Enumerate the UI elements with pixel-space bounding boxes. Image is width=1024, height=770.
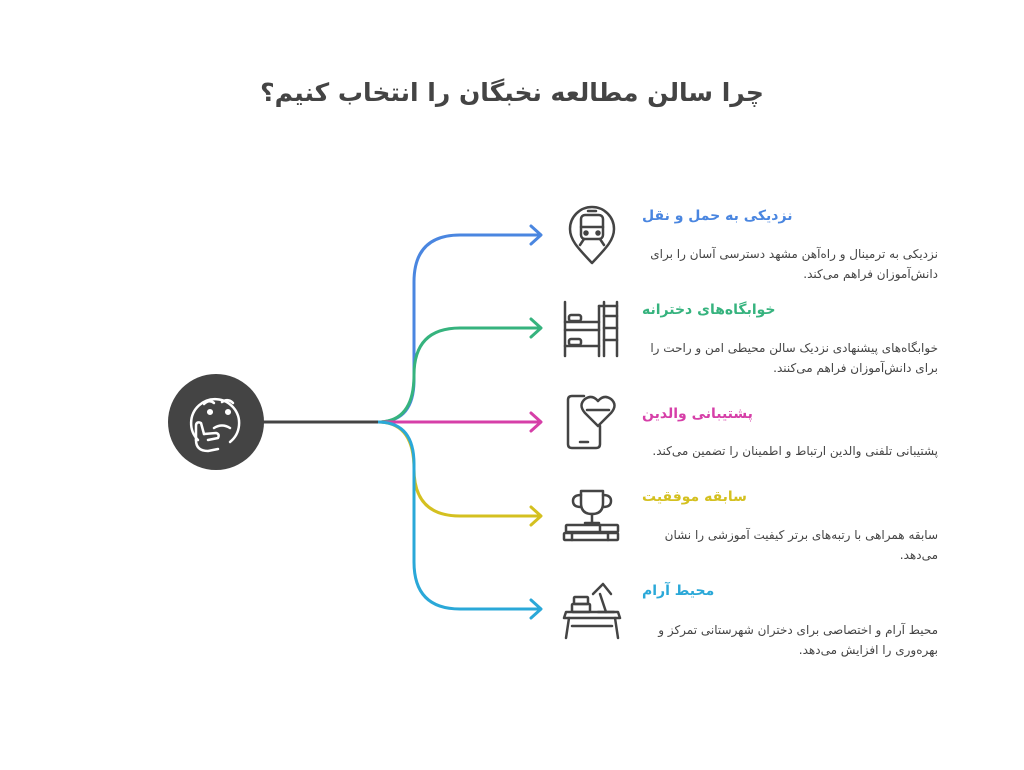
arrow-parents (529, 411, 543, 433)
item-desc-transport: نزدیکی به ترمینال و راه‌آهن مشهد دسترسی … (650, 247, 938, 281)
item-title-dormitory: خوابگاه‌های دخترانه (642, 302, 776, 318)
branch-success (377, 420, 540, 518)
item-desc-parents: پشتیبانی تلفنی والدین ارتباط و اطمینان ر… (652, 444, 938, 458)
arrow-calm (529, 598, 543, 620)
item-title-transport: نزدیکی به حمل و نقل (642, 208, 793, 224)
branch-calm (377, 420, 540, 611)
phone-heart-icon (566, 394, 616, 450)
item-title-success: سابقه موفقیت (642, 489, 747, 505)
center-node (168, 374, 264, 470)
item-desc-success: سابقه همراهی با رتبه‌های برتر کیفیت آموز… (664, 528, 938, 562)
item-title-parents: پشتیبانی والدین (642, 406, 753, 422)
item-desc-calm: محیط آرام و اختصاصی برای دختران شهرستانی… (658, 623, 938, 657)
train-location-icon (568, 205, 616, 265)
arrow-success (529, 505, 543, 527)
page-title: چرا سالن مطالعه نخبگان را انتخاب کنیم؟ (260, 78, 764, 107)
branch-dormitory (377, 326, 540, 424)
study-desk-icon (562, 582, 622, 640)
bunk-bed-icon (563, 300, 619, 358)
arrow-transport (529, 224, 543, 246)
thinking-face-icon (189, 397, 241, 453)
item-desc-dormitory: خوابگاه‌های پیشنهادی نزدیک سالن محیطی ام… (650, 341, 938, 375)
arrow-dormitory (529, 317, 543, 339)
trophy-books-icon (562, 489, 620, 542)
item-title-calm: محیط آرام (642, 583, 715, 599)
